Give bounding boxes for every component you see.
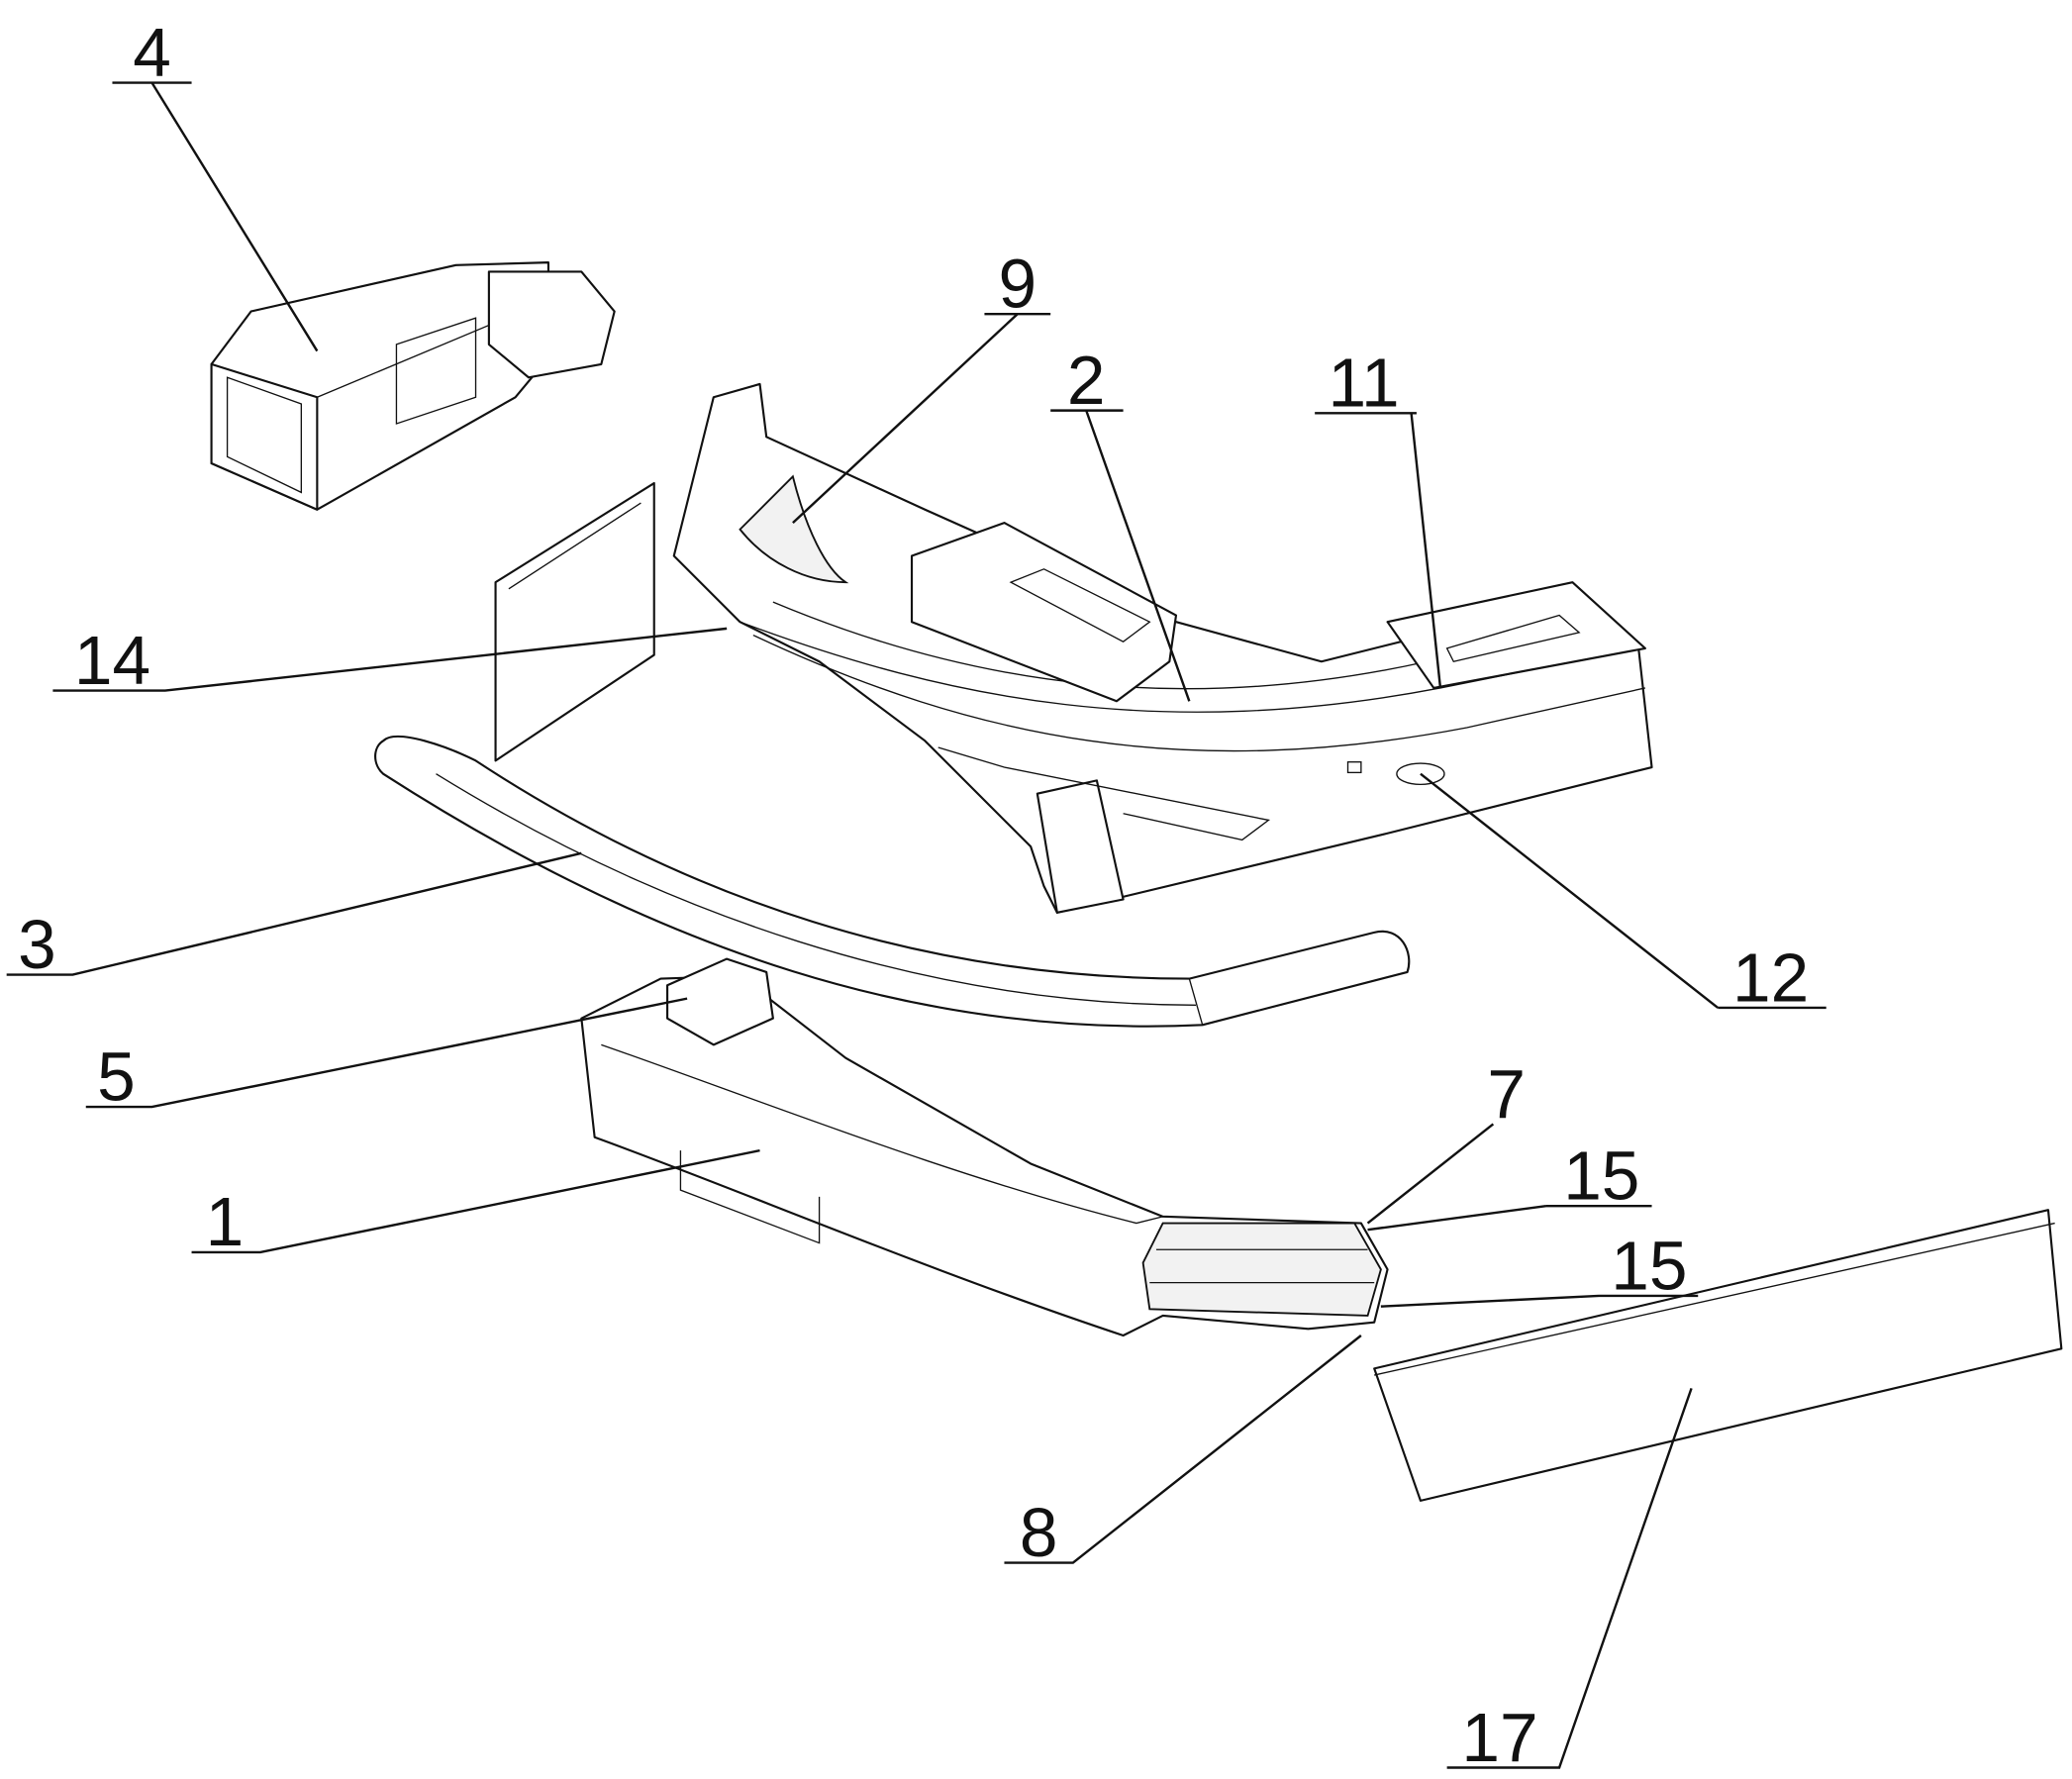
label-8: 8 [1020, 1494, 1058, 1571]
label-15-lower: 15 [1611, 1227, 1687, 1304]
label-5: 5 [97, 1038, 136, 1115]
label-17: 17 [1461, 1699, 1537, 1776]
label-1: 1 [206, 1183, 245, 1260]
label-4: 4 [133, 14, 171, 91]
label-12: 12 [1732, 939, 1809, 1016]
label-11: 11 [1329, 345, 1400, 422]
part-2-base-housing [674, 384, 1652, 913]
label-7: 7 [1487, 1055, 1526, 1133]
label-15-upper: 15 [1563, 1137, 1639, 1215]
part-14-side-plate [496, 483, 654, 760]
label-9: 9 [999, 246, 1037, 323]
part-17-cover-strip [1374, 1210, 2061, 1501]
label-2: 2 [1067, 342, 1106, 419]
reference-numerals: 4 9 2 11 14 3 12 5 7 15 15 1 8 17 [18, 14, 1809, 1776]
part-4-connector [212, 262, 615, 510]
label-3: 3 [18, 906, 56, 983]
label-14: 14 [74, 622, 150, 699]
